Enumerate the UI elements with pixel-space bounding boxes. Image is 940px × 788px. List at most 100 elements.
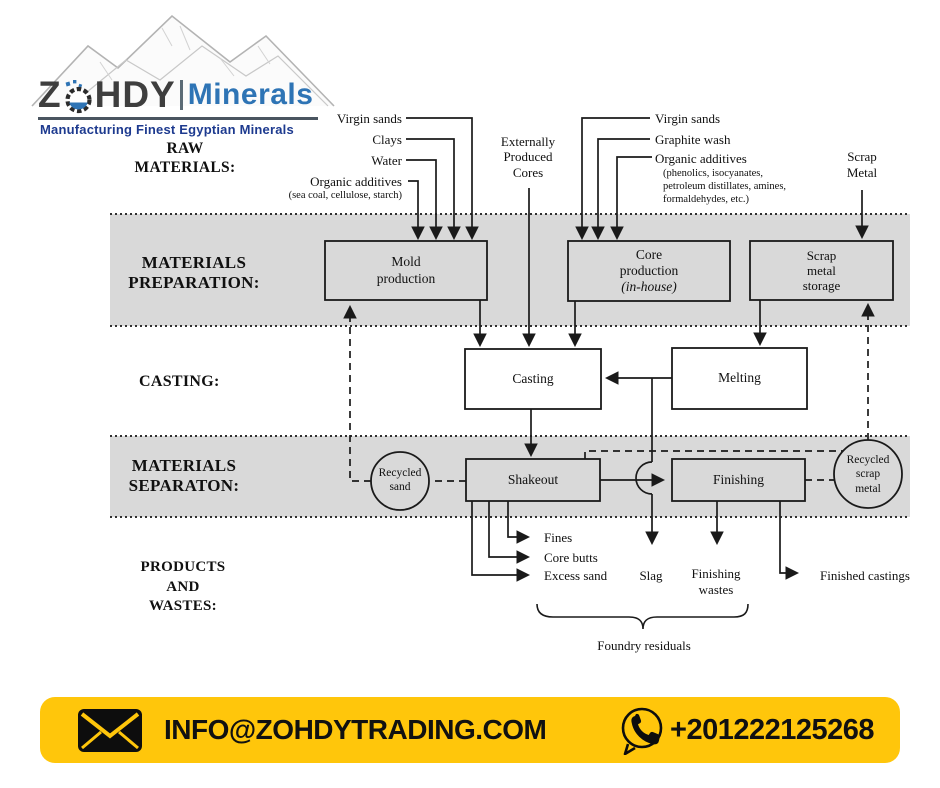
flow-water <box>406 159 443 241</box>
label-line: Mold <box>391 254 421 270</box>
input-organic-additives-right: Organic additives <box>655 151 747 166</box>
output-excess-sand: Excess sand <box>544 568 608 583</box>
label-line: metal <box>855 482 881 495</box>
email-contact: INFO@ZOHDYTRADING.COM <box>78 708 547 752</box>
recycled-scrap-metal-label: Recycled scrap metal <box>836 453 900 496</box>
shakeout-box-label: Shakeout <box>507 471 559 487</box>
phone-contact: +201222125268 <box>618 705 874 755</box>
brand-divider <box>179 80 183 110</box>
mold-production-label: Mold production <box>325 241 487 300</box>
brand-text-end: HDY <box>94 74 176 115</box>
label-line: Recycled <box>378 467 422 479</box>
recycle-shakeout-to-scrap <box>584 450 843 459</box>
casting-box <box>464 348 602 410</box>
output-fines: Fines <box>544 530 573 545</box>
output-slag: Slag <box>639 568 663 583</box>
contact-bar: INFO@ZOHDYTRADING.COM +201222125268 <box>40 697 900 763</box>
finishing-box-label: Finishing <box>712 471 764 487</box>
output-finishing-wastes: Finishing wastes <box>684 566 748 597</box>
phone-text: +201222125268 <box>670 713 874 746</box>
label-line: (phenolics, isocyanates, <box>663 168 764 179</box>
mountain-sketch-icon <box>31 14 335 107</box>
section-raw-materials: RAW MATERIALS: <box>118 139 252 178</box>
label-line: production <box>619 263 679 279</box>
scrap-metal-storage-label: Scrap metal storage <box>750 241 893 300</box>
input-organic-additives-left-detail: (sea coal, cellulose, starch) <box>288 190 402 201</box>
input-scrap-metal: Scrap Metal <box>836 149 888 180</box>
core-production-label: Core production (in-house) <box>568 241 730 301</box>
label-line: Finishing <box>691 566 741 581</box>
section-materials-preparation: MATERIALS PREPARATION: <box>104 253 284 293</box>
flow-virgin-sands-right <box>575 117 650 241</box>
label-line: PRODUCTS <box>140 559 226 575</box>
flow-clays <box>406 138 461 241</box>
input-organic-additives-right-details: (phenolics, isocyanates, petroleum disti… <box>663 167 786 206</box>
input-graphite-wash: Graphite wash <box>655 132 731 147</box>
input-water: Water <box>371 153 402 168</box>
label-line: production <box>376 270 436 286</box>
label-line: MATERIALS: <box>134 159 236 177</box>
band-dotted-borders <box>110 213 910 518</box>
label-line: Externally <box>500 134 556 149</box>
input-virgin-sands-left: Virgin sands <box>336 111 402 126</box>
label-line: AND <box>166 578 200 595</box>
label-line: MATERIALS <box>131 456 237 475</box>
brand-secondary-text: Minerals <box>187 78 314 111</box>
input-external-cores: Externally Produced Cores <box>489 134 567 180</box>
core-production-box <box>567 240 731 302</box>
foundry-residuals-brace <box>536 603 749 630</box>
input-organic-additives-left: Organic additives <box>310 174 402 189</box>
label-line: petroleum distillates, amines, <box>663 181 787 193</box>
label-line: Scrap <box>806 247 837 263</box>
label-line: Metal <box>846 164 878 180</box>
label-line: formaldehydes, etc.) <box>663 194 750 206</box>
flow-graphite-wash <box>591 138 650 241</box>
flask-gear-icon <box>63 80 94 114</box>
label-line: metal <box>807 262 836 278</box>
casting-box-label: Casting <box>512 370 554 386</box>
flow-excess-sand <box>471 501 531 582</box>
section-materials-separation: MATERIALS SEPARATON: <box>102 456 266 496</box>
logo-tagline: Manufacturing Finest Egyptian Minerals <box>40 122 294 137</box>
label-line: Scrap <box>847 149 877 164</box>
label-line: Core <box>635 247 663 263</box>
process-flow-diagram <box>110 117 910 630</box>
label-line: WASTES: <box>149 598 217 614</box>
flow-virgin-sands-left <box>406 117 479 241</box>
envelope-icon <box>78 708 142 752</box>
label-line: (in-house) <box>621 278 677 294</box>
flow-finished-castings <box>779 501 800 580</box>
melting-box <box>671 347 808 410</box>
phone-icon <box>621 707 663 755</box>
output-core-butts: Core butts <box>544 550 598 565</box>
output-finished-castings: Finished castings <box>820 568 910 583</box>
label-line: Recycled <box>846 454 890 466</box>
label-line: scrap <box>855 468 881 481</box>
label-line: storage <box>802 278 841 294</box>
flow-organic-additives-right <box>610 156 652 241</box>
label-line: MATERIALS <box>141 253 247 272</box>
scrap-metal-storage-box <box>749 240 894 301</box>
label-line: RAW <box>166 140 204 157</box>
label-line: Cores <box>512 164 544 180</box>
brand-row: Z HDY Minerals <box>38 74 313 116</box>
flow-organic-additives-left <box>408 180 425 241</box>
recycle-sand-to-mold <box>343 304 371 482</box>
logo: Z HDY Minerals Manufacturing Finest Egyp… <box>30 6 340 138</box>
input-virgin-sands-right: Virgin sands <box>655 111 721 126</box>
mold-production-box <box>324 240 488 301</box>
finishing-box <box>671 458 806 502</box>
label-line: SEPARATON: <box>128 476 240 496</box>
label-line: Produced <box>503 149 553 165</box>
line-crossing-hop <box>635 461 653 495</box>
label-line: sand <box>389 480 411 493</box>
email-text: INFO@ZOHDYTRADING.COM <box>164 714 547 745</box>
shakeout-box <box>465 458 601 502</box>
flow-core-butts <box>488 501 531 564</box>
foundry-residuals-label: Foundry residuals <box>597 638 691 653</box>
label-line: wastes <box>698 581 734 597</box>
flow-fines <box>507 501 531 544</box>
logo-underline <box>38 117 318 120</box>
label-line: PREPARATION: <box>128 273 260 293</box>
